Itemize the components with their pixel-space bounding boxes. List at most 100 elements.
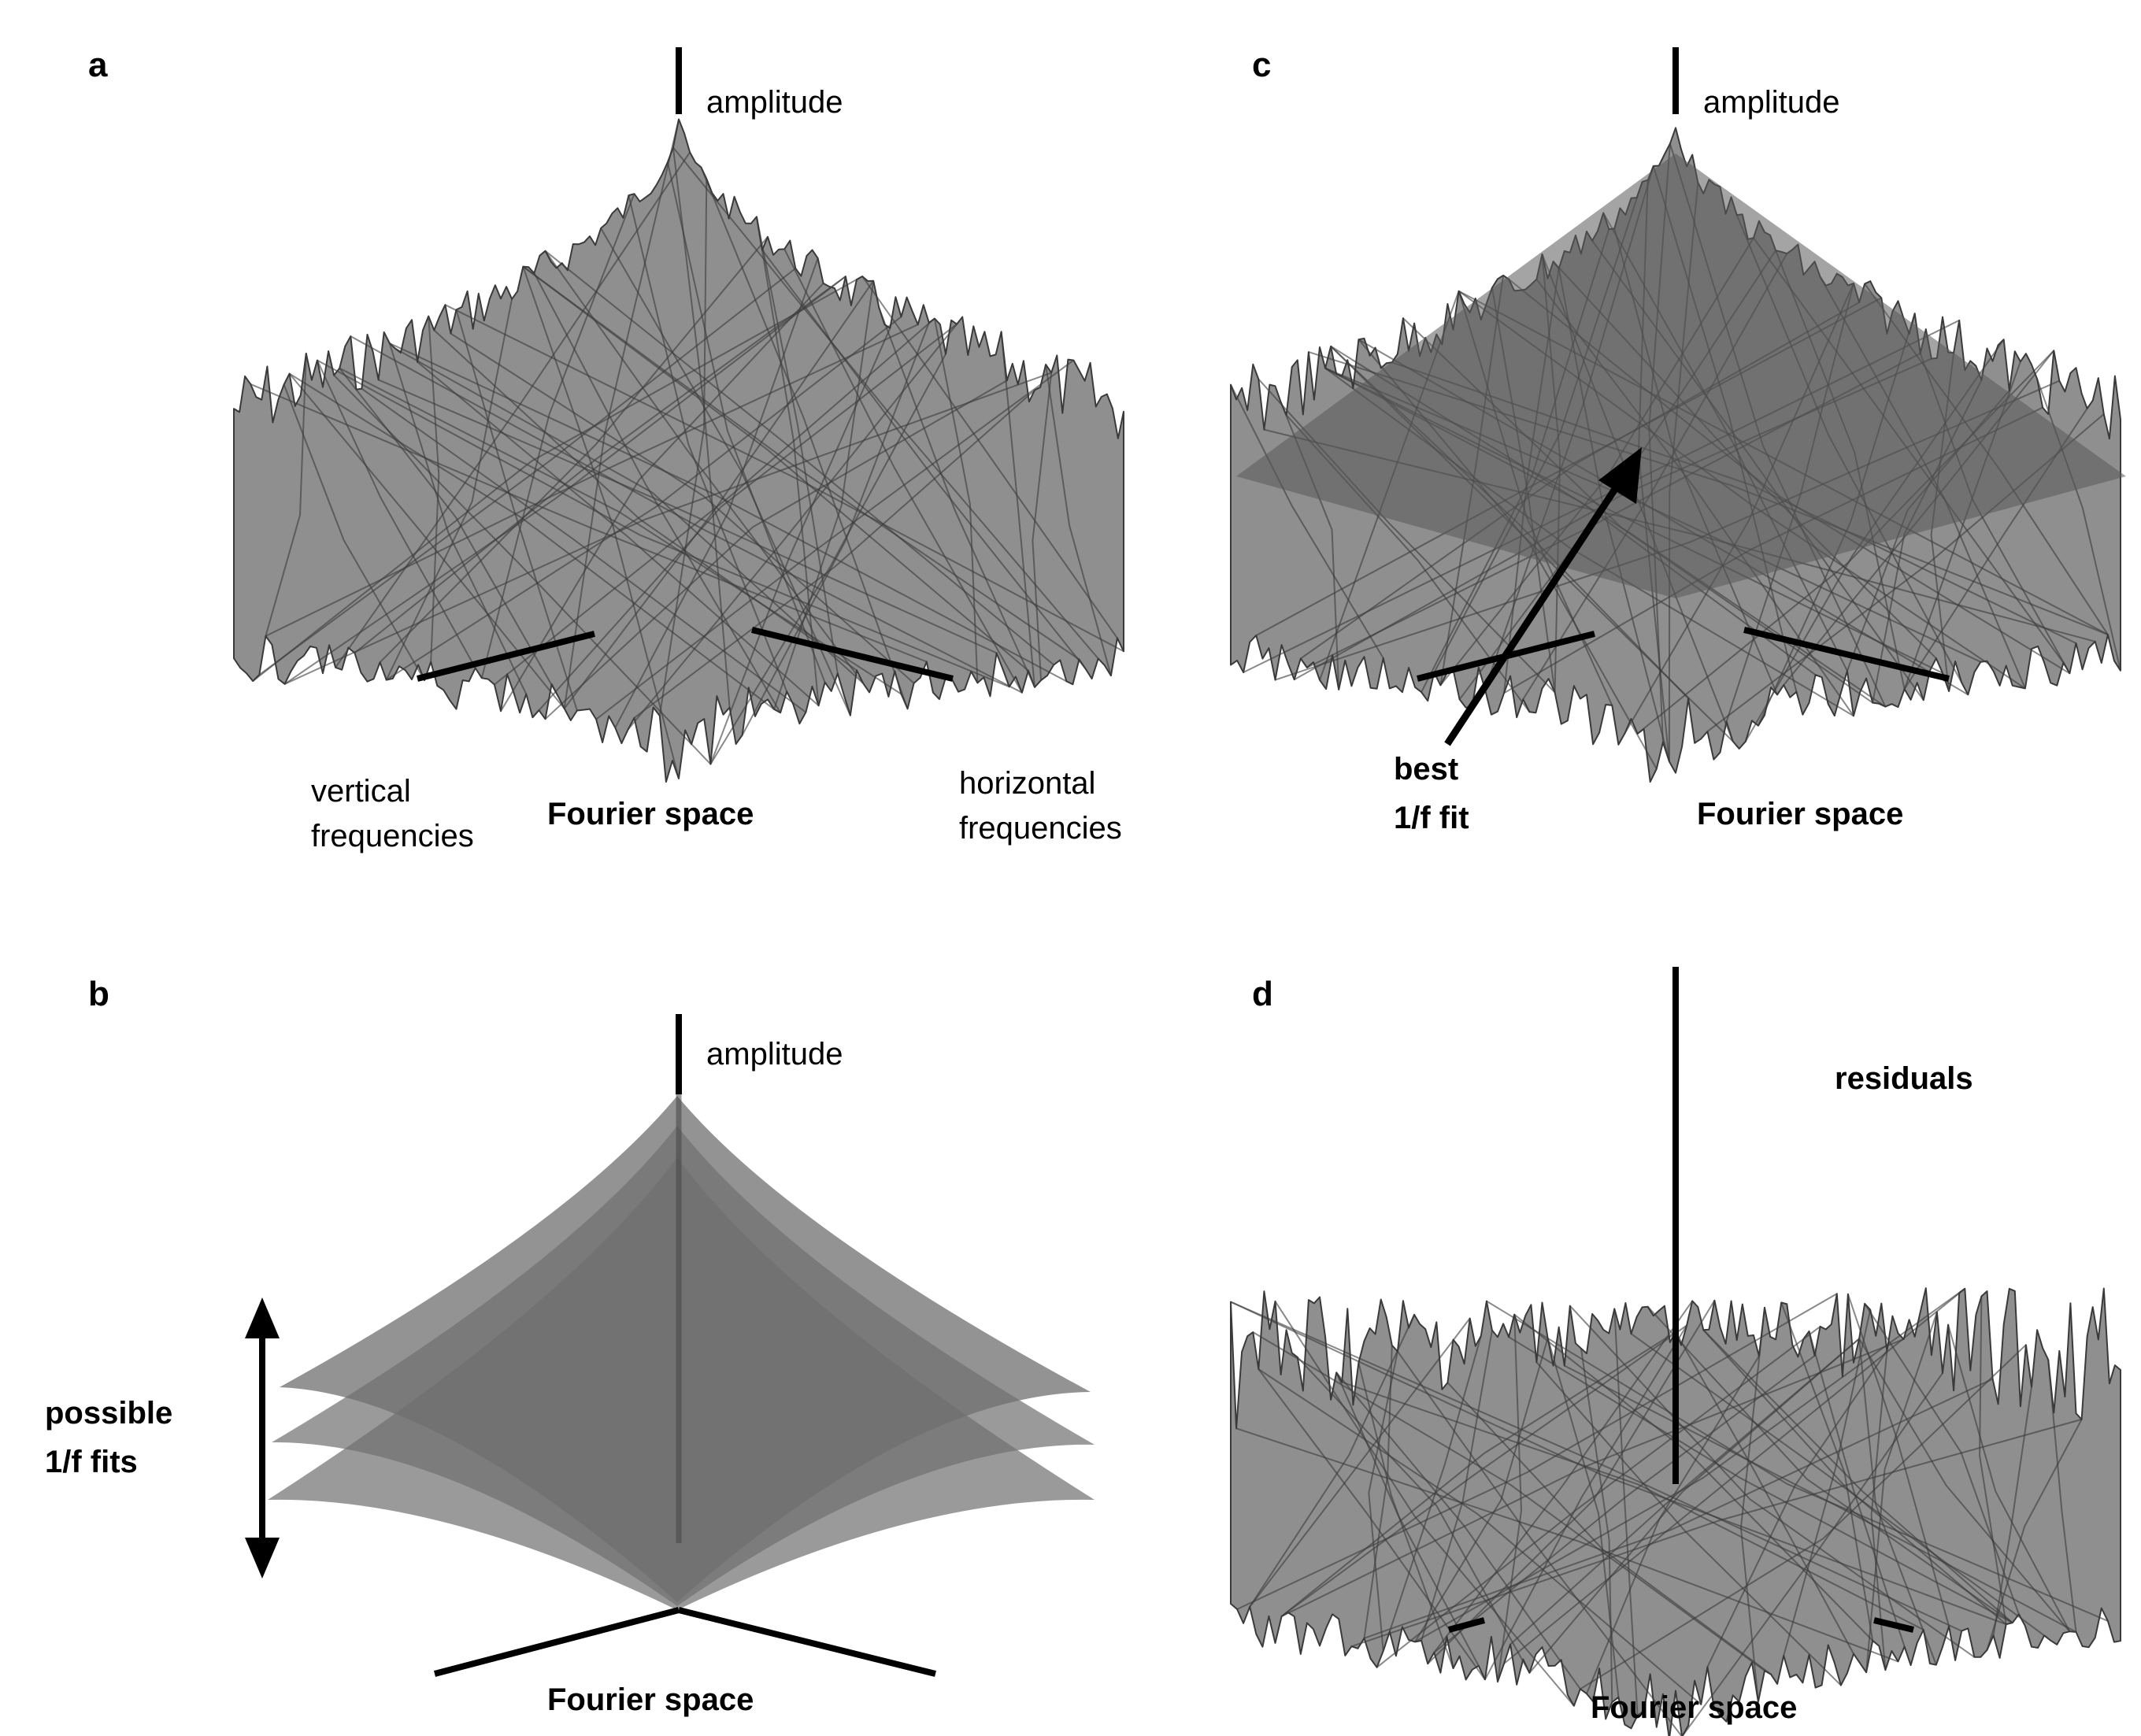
mesh-line: [741, 322, 930, 736]
mesh-line: [388, 342, 528, 695]
mesh-line: [1433, 1300, 1694, 1653]
mesh-line: [1230, 1301, 2007, 1626]
mesh-line: [1870, 1350, 1888, 1671]
mesh-line: [1484, 1324, 1687, 1680]
mesh-line: [433, 329, 858, 672]
mesh-line: [335, 151, 691, 668]
mesh-line: [522, 265, 1080, 661]
mesh-line: [1569, 1305, 1975, 1658]
axes-a: [417, 47, 954, 682]
vertical-frequency-axis-d: [1447, 1617, 1486, 1633]
axes-b: [433, 1014, 936, 1677]
mesh-line: [1739, 1307, 1765, 1702]
mesh-line: [1032, 372, 1053, 681]
mesh-line: [1986, 1419, 2083, 1651]
mesh-line: [386, 316, 902, 681]
fourier-space-label-b: Fourier space: [547, 1682, 754, 1717]
mesh-line: [1235, 1427, 1898, 1663]
mesh-line: [563, 280, 875, 709]
mesh-line: [1280, 1331, 1676, 1617]
mesh-line: [1230, 1301, 1962, 1632]
mesh-line: [1503, 1288, 1965, 1664]
mesh-line: [1864, 1303, 2020, 1615]
possible-fits-label-line1: possible: [45, 1396, 172, 1431]
mesh-line: [1630, 1333, 2045, 1637]
mesh-line: [450, 332, 915, 684]
mesh-line: [1252, 1331, 1765, 1671]
vertical-frequency-axis-a: [417, 631, 595, 682]
mesh-line: [1780, 1302, 1874, 1642]
fits-range-arrow: [245, 1297, 280, 1579]
horizontal-frequency-axis-a: [751, 627, 954, 682]
mesh-line: [1808, 1331, 1906, 1647]
mesh-line: [1858, 1338, 2071, 1632]
mesh-line: [544, 250, 864, 684]
mesh-line: [1675, 1331, 1854, 1655]
mesh-line: [1783, 1309, 1872, 1656]
mesh-line: [379, 236, 769, 663]
mesh-line: [378, 379, 998, 654]
mesh-line: [1497, 1314, 1523, 1682]
mesh-line: [333, 374, 712, 765]
best-fit-plane: [1236, 154, 2126, 598]
mesh-line: [600, 228, 851, 716]
mesh-line: [1414, 1338, 1549, 1642]
mesh-line: [1258, 378, 1556, 694]
mesh-line: [1947, 1324, 2071, 1632]
amplitude-label-b: amplitude: [706, 1037, 843, 1072]
mesh-line: [284, 276, 846, 685]
mesh-line: [1586, 1355, 1760, 1694]
mesh-line: [709, 353, 946, 765]
mesh-line: [1045, 364, 1112, 676]
mesh-line: [494, 317, 935, 686]
mesh-line: [700, 166, 909, 709]
mesh-line: [500, 283, 824, 712]
amplitude-label-a: amplitude: [706, 85, 843, 120]
arrow-head-icon: [1598, 447, 1642, 504]
vertical-frequency-axis-b: [433, 1607, 680, 1677]
mesh-line: [1358, 1362, 1454, 1669]
arrow-down-icon: [245, 1538, 280, 1579]
mesh-line: [350, 335, 1023, 694]
mesh-line: [385, 298, 513, 681]
mesh-line: [288, 372, 565, 709]
fourier-space-label-c: Fourier space: [1697, 797, 1903, 831]
mesh-line: [1580, 1344, 2027, 1690]
mesh-line: [339, 368, 559, 697]
horizontal-frequencies-label-line1: horizontal: [959, 766, 1095, 801]
horizontal-frequency-axis-b: [678, 1607, 936, 1677]
mesh-line: [1281, 1324, 1687, 1617]
mesh-line: [1363, 1345, 1393, 1638]
mesh-line: [1236, 1293, 1838, 1610]
mesh-line: [1281, 1338, 1904, 1617]
mesh-line: [394, 347, 864, 684]
panel-a: a amplitude vertical frequencies horizon…: [88, 46, 1124, 853]
mesh-line: [480, 193, 635, 679]
amplitude-label-c: amplitude: [1703, 85, 1839, 120]
mesh-line: [672, 146, 1099, 660]
horizontal-frequency-axis-c: [1743, 627, 1950, 682]
mesh-line: [1486, 1300, 2109, 1622]
mesh-line: [317, 359, 1010, 688]
mesh-line: [1546, 1338, 1620, 1697]
spectrum-surface-a: [233, 118, 1124, 783]
panel-letter-d: d: [1252, 975, 1273, 1013]
mesh-line: [614, 257, 819, 728]
mesh-line: [2047, 1359, 2077, 1633]
mesh-line: [1446, 1382, 1772, 1675]
best-fit-label-line2: 1/f fit: [1394, 801, 1469, 835]
mesh-line: [289, 372, 775, 710]
mesh-line: [522, 265, 1029, 672]
mesh-line: [628, 194, 788, 692]
mesh-line: [933, 318, 979, 683]
mesh-line: [1509, 1338, 1860, 1645]
mesh-line: [2036, 378, 2121, 672]
mesh-line: [1858, 1338, 1937, 1665]
mesh-line: [258, 268, 796, 676]
best-fit-arrow: [1444, 447, 1642, 746]
mesh-line: [284, 372, 1052, 685]
vertical-frequencies-label-line2: frequencies: [311, 819, 474, 853]
mesh-line: [1258, 1368, 1486, 1680]
mesh-line: [532, 323, 958, 718]
